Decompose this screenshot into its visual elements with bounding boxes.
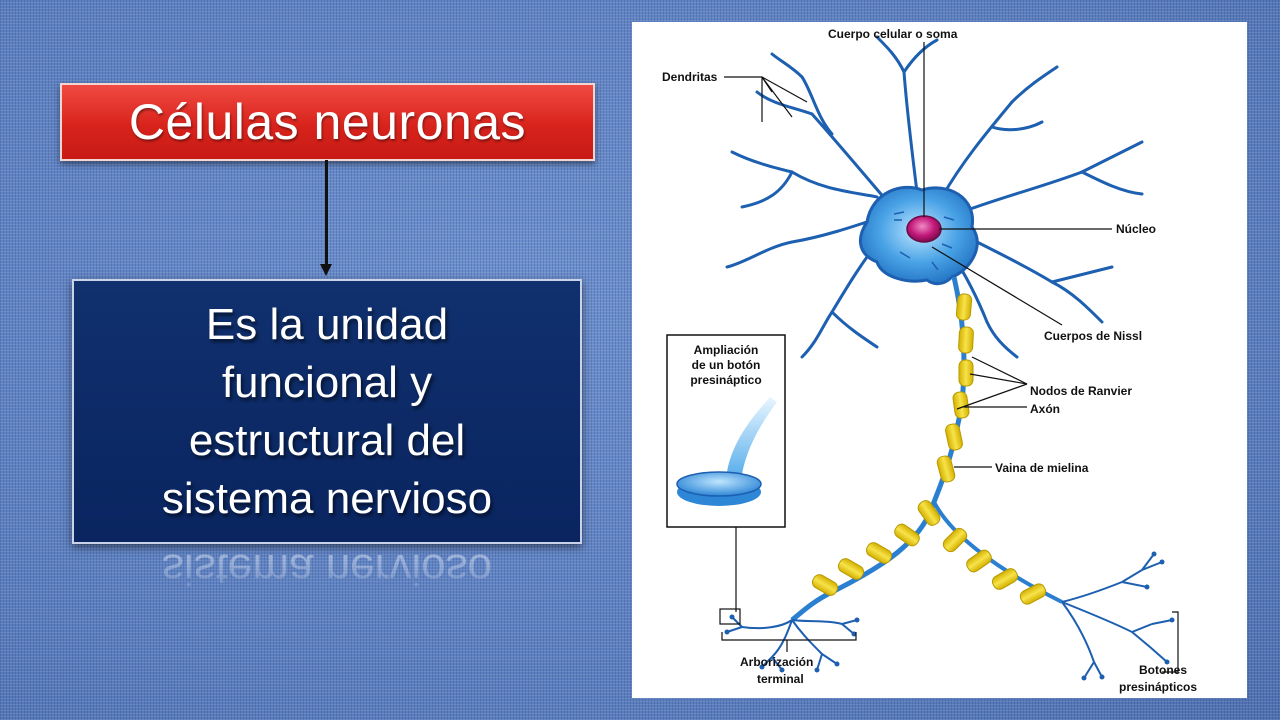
label-ranvier: Nodos de Ranvier: [1030, 384, 1132, 398]
definition-line-3: estructural del: [188, 415, 466, 465]
label-botones-2: presinápticos: [1119, 680, 1197, 694]
bouton-stem: [727, 397, 777, 474]
definition-text: Es la unidad funcional y estructural del…: [162, 296, 492, 528]
definition-line-4: sistema nervioso: [161, 473, 493, 523]
label-mielina: Vaina de mielina: [995, 461, 1089, 475]
label-dendritas: Dendritas: [662, 70, 718, 84]
reflection-text: sistema nervioso: [161, 548, 493, 594]
presynaptic-arborization: [1061, 553, 1173, 679]
slide-title: Células neuronas: [128, 94, 527, 150]
label-arborizacion-1: Arborización: [740, 655, 813, 669]
nissl-bodies: [893, 211, 955, 271]
myelin-sheath: [811, 293, 1047, 605]
inset-label-2: de un botón: [692, 358, 761, 372]
connector-arrow-head: [320, 264, 332, 276]
axon: [790, 276, 967, 622]
connector-arrow-line: [325, 160, 328, 266]
label-axon: Axón: [1030, 402, 1060, 416]
inset-label-3: presináptico: [690, 373, 761, 387]
neuron-diagram: Ampliación de un botón presináptico: [632, 22, 1247, 698]
label-soma: Cuerpo celular o soma: [828, 27, 958, 41]
title-box: Células neuronas: [60, 83, 595, 161]
terminal-buttons: [724, 614, 860, 673]
definition-line-2: funcional y: [221, 357, 433, 407]
bouton-disc-top: [676, 471, 762, 497]
label-botones-1: Botones: [1139, 663, 1187, 677]
label-nissl: Cuerpos de Nissl: [1044, 329, 1142, 343]
neuron-svg: Ampliación de un botón presináptico: [662, 27, 1197, 694]
definition-reflection: sistema nervioso: [72, 548, 582, 608]
label-arborizacion-2: terminal: [757, 672, 804, 686]
dendrites: [725, 35, 1144, 359]
leader-lines: [721, 42, 1179, 673]
definition-line-1: Es la unidad: [205, 299, 449, 349]
label-nucleo: Núcleo: [1116, 222, 1156, 236]
inset-label-1: Ampliación: [694, 343, 759, 357]
inset-marker: [719, 608, 741, 625]
presynaptic-buttons: [1081, 551, 1175, 681]
nucleus: [906, 215, 942, 243]
definition-box: Es la unidad funcional y estructural del…: [72, 279, 582, 544]
